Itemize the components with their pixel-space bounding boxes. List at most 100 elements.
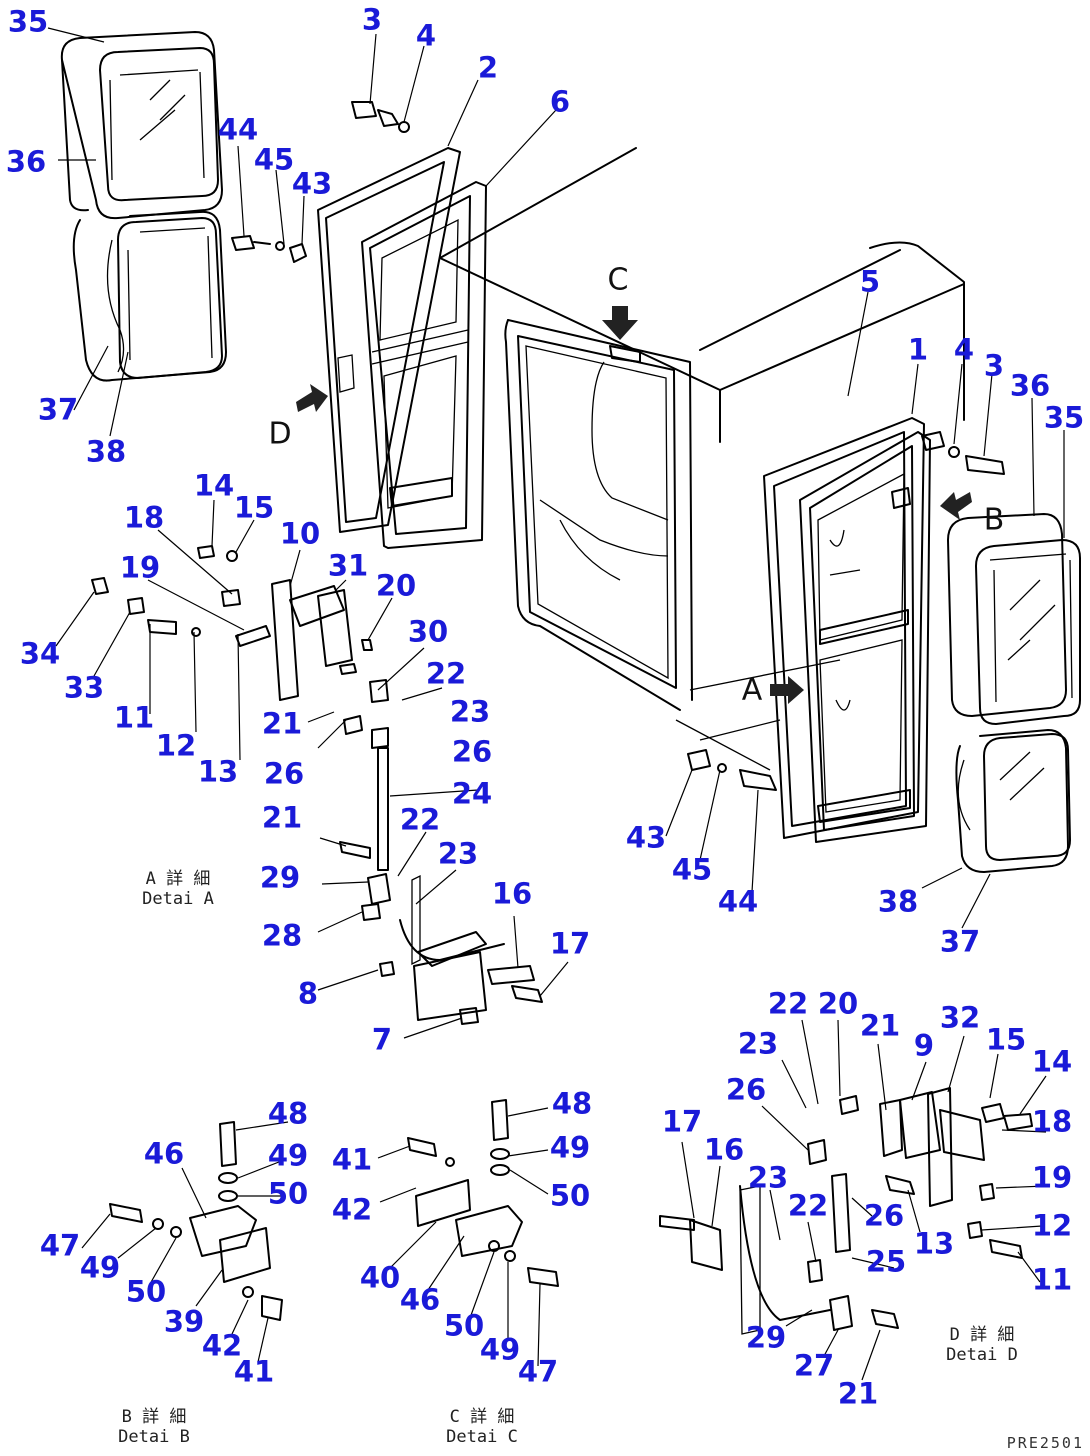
callout-15: 15: [985, 1022, 1027, 1057]
callout-50: 50: [267, 1176, 309, 1211]
callout-22: 22: [425, 656, 467, 691]
callout-41: 41: [233, 1354, 275, 1389]
detail-c-bracket: [407, 1099, 559, 1287]
callout-15: 15: [233, 490, 275, 525]
callout-49: 49: [267, 1138, 309, 1173]
callout-46: 46: [399, 1282, 441, 1317]
callout-26: 26: [725, 1072, 767, 1107]
callout-29: 29: [259, 860, 301, 895]
right-door-assembly: [763, 417, 931, 843]
callout-37: 37: [37, 392, 79, 427]
callout-36: 36: [1009, 368, 1051, 403]
callout-19: 19: [119, 550, 161, 585]
callout-38: 38: [877, 884, 919, 919]
callout-16: 16: [491, 876, 533, 911]
callout-31: 31: [327, 548, 369, 583]
callout-21: 21: [859, 1008, 901, 1043]
callout-27: 27: [793, 1348, 835, 1383]
detail-caption-c-en: Detai C: [446, 1426, 518, 1447]
callout-33: 33: [63, 670, 105, 705]
view-arrow-d: [296, 384, 328, 412]
callout-3: 3: [983, 348, 1005, 383]
view-letter-d: D: [268, 416, 292, 452]
callout-49: 49: [549, 1130, 591, 1165]
callout-4: 4: [415, 18, 437, 53]
callout-24: 24: [451, 776, 493, 811]
callout-5: 5: [859, 264, 881, 299]
callout-46: 46: [143, 1136, 185, 1171]
callout-17: 17: [661, 1104, 703, 1139]
detail-caption-a: A 詳 細 Detai A: [142, 869, 214, 909]
callout-35: 35: [1043, 400, 1085, 435]
callout-11: 11: [1031, 1262, 1073, 1297]
cab-body: [439, 147, 965, 771]
callout-47: 47: [39, 1228, 81, 1263]
callout-37: 37: [939, 924, 981, 959]
callout-13: 13: [197, 754, 239, 789]
callout-49: 49: [479, 1332, 521, 1367]
detail-caption-a-en: Detai A: [142, 888, 214, 909]
callout-41: 41: [331, 1142, 373, 1177]
detail-b-bracket: [109, 1121, 283, 1321]
callout-48: 48: [267, 1096, 309, 1131]
detail-caption-c: C 詳 細 Detai C: [446, 1407, 518, 1447]
callout-48: 48: [551, 1086, 593, 1121]
callout-42: 42: [201, 1328, 243, 1363]
left-window-glass-set: [60, 31, 227, 382]
view-letter-c: C: [607, 262, 629, 298]
callout-43: 43: [291, 166, 333, 201]
callout-17: 17: [549, 926, 591, 961]
callout-38: 38: [85, 434, 127, 469]
callout-42: 42: [331, 1192, 373, 1227]
callout-34: 34: [19, 636, 61, 671]
callout-12: 12: [155, 728, 197, 763]
callout-49: 49: [79, 1250, 121, 1285]
callout-44: 44: [217, 112, 259, 147]
callout-45: 45: [671, 852, 713, 887]
callout-22: 22: [787, 1188, 829, 1223]
callout-26: 26: [263, 756, 305, 791]
callout-2: 2: [477, 50, 499, 85]
callout-7: 7: [371, 1022, 393, 1057]
callout-18: 18: [123, 500, 165, 535]
callout-20: 20: [817, 986, 859, 1021]
detail-d-linkage: [659, 1087, 1033, 1335]
detail-caption-b-jp: B 詳 細: [121, 1407, 187, 1427]
callout-18: 18: [1031, 1104, 1073, 1139]
detail-a-linkage: [91, 545, 543, 1025]
callout-4: 4: [953, 332, 975, 367]
callout-14: 14: [193, 468, 235, 503]
callout-6: 6: [549, 84, 571, 119]
callout-11: 11: [113, 700, 155, 735]
view-arrow-b: [940, 492, 972, 520]
callout-28: 28: [261, 918, 303, 953]
detail-caption-d-jp: D 詳 細: [949, 1325, 1015, 1345]
detail-caption-b-en: Detai B: [118, 1426, 190, 1447]
callout-21: 21: [261, 706, 303, 741]
leader-lines: [47, 27, 1065, 1381]
callout-22: 22: [399, 802, 441, 837]
callout-29: 29: [745, 1320, 787, 1355]
drawing-id: PRE2501: [1006, 1434, 1084, 1452]
callout-22: 22: [767, 986, 809, 1021]
view-arrow-c: [602, 306, 638, 340]
detail-caption-a-jp: A 詳 細: [145, 869, 211, 889]
callout-23: 23: [747, 1160, 789, 1195]
callout-25: 25: [865, 1244, 907, 1279]
callout-39: 39: [163, 1304, 205, 1339]
door-hinge-hardware-right: [687, 431, 1005, 791]
callout-35: 35: [7, 4, 49, 39]
detail-caption-c-jp: C 詳 細: [449, 1407, 515, 1427]
callout-1: 1: [907, 332, 929, 367]
detail-caption-d-en: Detai D: [946, 1344, 1018, 1365]
callout-8: 8: [297, 976, 319, 1011]
callout-47: 47: [517, 1354, 559, 1389]
callout-40: 40: [359, 1260, 401, 1295]
callout-45: 45: [253, 142, 295, 177]
door-hinge-hardware-left: [231, 101, 410, 263]
view-letter-a: A: [741, 672, 763, 708]
callout-16: 16: [703, 1132, 745, 1167]
callout-36: 36: [5, 144, 47, 179]
callout-12: 12: [1031, 1208, 1073, 1243]
